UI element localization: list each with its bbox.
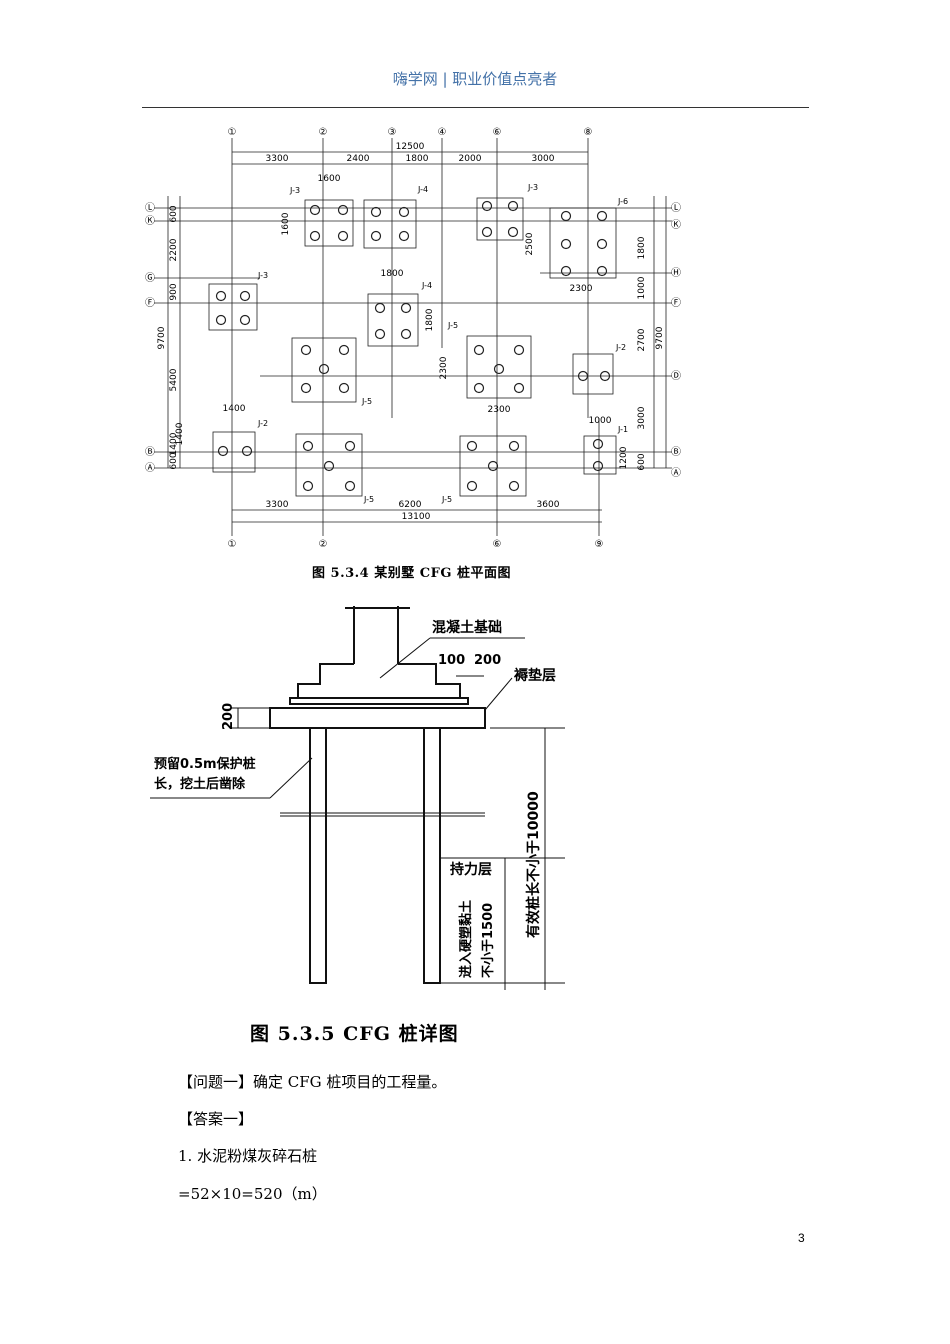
dim-pile-1: 1600 (318, 174, 341, 184)
question-one: 【问题一】确定 CFG 桩项目的工程量。 (178, 1073, 447, 1091)
answer-formula: =52×10=520（m） (178, 1185, 327, 1203)
axis-right-2: Ⓚ (671, 219, 681, 231)
axis-right-5: Ⓓ (671, 370, 681, 382)
axis-left-1: Ⓛ (145, 202, 155, 214)
embed-line1: 进入硬塑黏土 (458, 900, 474, 978)
label-j4-a: J-4 (417, 185, 428, 194)
dim-pile-6: 2300 (570, 284, 593, 294)
dim-pile-2: 1600 (281, 212, 291, 235)
dim-pile-7: 2300 (439, 356, 449, 379)
axis-bottom-3: ⑥ (493, 539, 502, 550)
page-number: 3 (798, 1231, 805, 1245)
label-j5-b: J-5 (361, 397, 372, 406)
axis-top-1: ① (228, 127, 237, 138)
label-j5-c: J-5 (363, 495, 374, 504)
dim-right-total: 9700 (655, 326, 665, 349)
dim-left-6: 600 (169, 452, 179, 469)
embed-line2: 不小于1500 (481, 903, 496, 978)
dim-right-3: 2700 (637, 328, 647, 351)
label-j4-b: J-4 (421, 281, 432, 290)
pile-detail-figure: 混凝土基础 100 200 褥垫层 200 预留0.5m保护桩 长，挖土后凿除 … (150, 606, 565, 990)
label-j3-c: J-3 (257, 271, 268, 280)
label-j6: J-6 (617, 197, 628, 206)
axis-top-6: ⑧ (584, 127, 593, 138)
dim-pile-10: 1400 (175, 422, 185, 445)
axis-top-3: ③ (388, 127, 397, 138)
answer-heading: 【答案一】 (178, 1110, 254, 1128)
axis-top-5: ⑥ (493, 127, 502, 138)
dim-pile-5: 2500 (525, 232, 535, 255)
header-rule (142, 107, 809, 108)
dim-top-total: 12500 (396, 142, 425, 152)
axis-left-4: Ⓕ (145, 297, 155, 309)
label-j2-b: J-2 (257, 419, 268, 428)
effective-length-label: 有效桩长不小于10000 (525, 791, 542, 938)
page-header: 嗨学网 | 职业价值点亮者 (392, 70, 558, 88)
answer-item-1: 1. 水泥粉煤灰碎石桩 (178, 1147, 318, 1165)
reserve-line1: 预留0.5m保护桩 (154, 756, 256, 772)
axis-left-3: Ⓖ (145, 272, 155, 284)
dim-pile-9: 1400 (223, 404, 246, 414)
dim-top-5: 3000 (532, 154, 555, 164)
axis-top-4: ④ (438, 127, 447, 138)
axis-left-5: Ⓑ (145, 446, 155, 458)
dim-top-3: 1800 (406, 154, 429, 164)
dim-pile-3: 1800 (381, 269, 404, 279)
axis-right-7: Ⓐ (671, 467, 681, 479)
dim-bottom-1: 3300 (266, 500, 289, 510)
dim-top-4: 2000 (459, 154, 482, 164)
bearing-layer-label: 持力层 (450, 861, 492, 878)
label-j5-d: J-5 (441, 495, 452, 504)
dim-200-left: 200 (221, 703, 236, 730)
axis-right-3: Ⓗ (671, 267, 681, 279)
axis-bottom-1: ① (228, 539, 237, 550)
dim-left-3: 900 (169, 283, 179, 300)
label-j1: J-1 (617, 425, 628, 434)
label-j2-a: J-2 (615, 343, 626, 352)
dim-200-top: 200 (474, 653, 501, 668)
dim-pile-8: 2300 (488, 405, 511, 415)
dim-left-1: 600 (169, 205, 179, 222)
dim-top-1: 3300 (266, 154, 289, 164)
foundation-label: 混凝土基础 (432, 619, 502, 636)
axis-top-2: ② (319, 127, 328, 138)
axis-right-1: Ⓛ (671, 202, 681, 214)
dim-right-5: 1200 (619, 446, 629, 469)
dim-top-2: 2400 (347, 154, 370, 164)
reserve-line2: 长，挖土后凿除 (154, 776, 246, 792)
dim-pile-11: 1000 (589, 416, 612, 426)
axis-right-4: Ⓕ (671, 297, 681, 309)
dim-left-5: 1400 (169, 432, 179, 455)
figure1-caption: 图 5.3.4 某别墅 CFG 桩平面图 (312, 566, 511, 581)
dim-pile-4: 1800 (425, 308, 435, 331)
dim-right-6: 600 (637, 453, 647, 470)
label-j5-a: J-5 (447, 321, 458, 330)
axis-left-2: Ⓚ (145, 215, 155, 227)
dim-bottom-3: 3600 (537, 500, 560, 510)
axis-left-6: Ⓐ (145, 462, 155, 474)
dim-right-1: 1800 (637, 236, 647, 259)
pile-plan-figure: ① ② ③ ④ ⑥ ⑧ ① ② ⑥ ⑨ Ⓛ Ⓚ Ⓖ Ⓕ Ⓑ Ⓐ Ⓛ Ⓚ Ⓗ Ⓕ … (145, 127, 681, 550)
axis-bottom-2: ② (319, 539, 328, 550)
dim-right-2: 1000 (637, 276, 647, 299)
axis-bottom-4: ⑨ (595, 539, 604, 550)
label-j3-a: J-3 (289, 186, 300, 195)
dim-left-2: 2200 (169, 238, 179, 261)
dim-100: 100 (438, 653, 465, 668)
dim-bottom-2: 6200 (399, 500, 422, 510)
axis-right-6: Ⓑ (671, 446, 681, 458)
dim-bottom-total: 13100 (402, 512, 431, 522)
dim-left-4: 5400 (169, 368, 179, 391)
label-j3-b: J-3 (527, 183, 538, 192)
figure2-caption: 图 5.3.5 CFG 桩详图 (250, 1023, 459, 1045)
dim-left-total: 9700 (157, 326, 167, 349)
dim-right-4: 3000 (637, 406, 647, 429)
cushion-label: 褥垫层 (513, 667, 556, 684)
